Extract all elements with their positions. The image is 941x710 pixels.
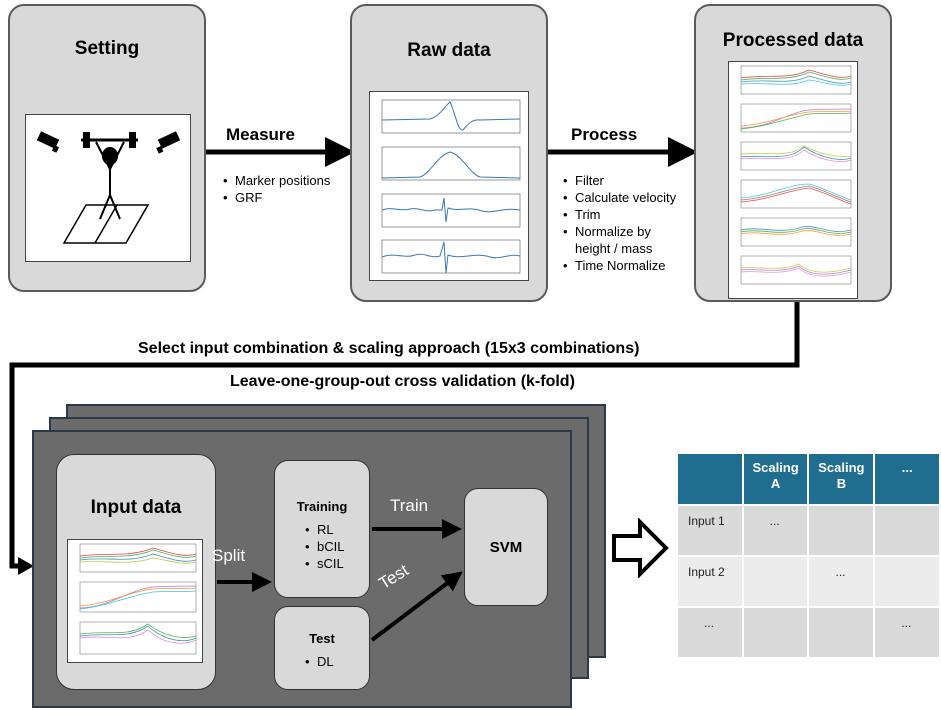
raw-data-signals (381, 99, 521, 274)
test-list: DL (303, 653, 333, 670)
table-cell: ... (741, 504, 810, 557)
raw-data-title: Raw data (407, 40, 491, 61)
table-row: ... ... (676, 606, 941, 659)
process-item: Filter (563, 172, 676, 189)
pipeline-connector-arrowhead (18, 557, 34, 575)
process-item: Trim (563, 206, 676, 223)
results-table: Scaling A Scaling B ... Input 1 ... Inpu… (676, 452, 941, 659)
table-header-cell: Scaling A (741, 452, 810, 506)
fold-arrows (217, 519, 463, 642)
setting-title: Setting (74, 38, 140, 59)
select-combination-text: Select input combination & scaling appro… (138, 340, 640, 357)
setting-panel: Setting (8, 4, 206, 292)
table-header-cell: Scaling B (807, 452, 876, 506)
result-arrow-icon (612, 518, 669, 578)
cross-validation-text: Leave-one-group-out cross validation (k-… (230, 373, 575, 390)
lifter-illustration (36, 131, 181, 244)
table-row: Input 2 ... (676, 555, 941, 608)
pipeline-connector (9, 302, 800, 569)
table-cell: ... (807, 555, 876, 608)
table-header-cell (676, 452, 744, 506)
processed-data-plot (728, 61, 858, 299)
process-item: Time Normalize (563, 257, 676, 274)
process-list: Filter Calculate velocity Trim Normalize… (561, 172, 676, 274)
table-cell (873, 555, 941, 608)
process-label: Process (571, 125, 638, 144)
training-item: sCIL (305, 555, 344, 572)
process-item-continued: height / mass (575, 240, 676, 257)
split-label: Split (212, 546, 246, 565)
svm-label: SVM (489, 539, 523, 556)
table-cell (873, 504, 941, 557)
training-item: RL (305, 521, 344, 538)
test-item: DL (305, 653, 333, 670)
train-label: Train (390, 496, 429, 515)
raw-data-plot (369, 91, 529, 281)
measure-label: Measure (226, 125, 295, 144)
training-title: Training (296, 499, 348, 514)
processed-data-title: Processed data (722, 30, 864, 51)
processed-data-curves (740, 65, 852, 285)
test-arrow (370, 571, 463, 642)
training-box: Training RL bCIL sCIL (274, 460, 370, 598)
table-cell (807, 606, 876, 659)
process-item: Calculate velocity (563, 189, 676, 206)
training-item: bCIL (305, 538, 345, 555)
raw-data-panel: Raw data (350, 4, 548, 302)
process-item: Normalize by (563, 223, 676, 240)
table-cell: ... (873, 606, 941, 659)
camera-left-icon (36, 131, 60, 153)
fold-card-front: Input data (32, 430, 572, 708)
processed-data-panel: Processed data (694, 4, 892, 302)
input-data-curves (79, 543, 197, 655)
svm-box: SVM (464, 488, 548, 606)
table-cell: Input 1 (676, 504, 744, 557)
table-header-row: Scaling A Scaling B ... (676, 452, 941, 506)
input-data-plot (67, 539, 203, 663)
force-plate-icon (62, 204, 150, 244)
camera-right-icon (156, 131, 181, 154)
test-box: Test DL (274, 606, 370, 690)
measure-item: GRF (223, 189, 330, 206)
measure-list: Marker positions GRF (221, 172, 330, 206)
table-cell (807, 504, 876, 557)
setting-illustration (25, 114, 191, 262)
table-cell: Input 2 (676, 555, 744, 608)
test-title: Test (309, 631, 335, 646)
table-row: Input 1 ... (676, 504, 941, 557)
table-cell: ... (676, 606, 744, 659)
measure-item: Marker positions (223, 172, 330, 189)
table-cell (741, 555, 810, 608)
table-cell (741, 606, 810, 659)
process-item-continuation: height / mass (575, 241, 653, 256)
input-data-title: Input data (90, 497, 182, 518)
table-header-cell: ... (873, 452, 941, 506)
athlete-icon (81, 132, 138, 220)
input-data-box: Input data (56, 454, 216, 690)
training-list: RL bCIL sCIL (303, 521, 345, 572)
